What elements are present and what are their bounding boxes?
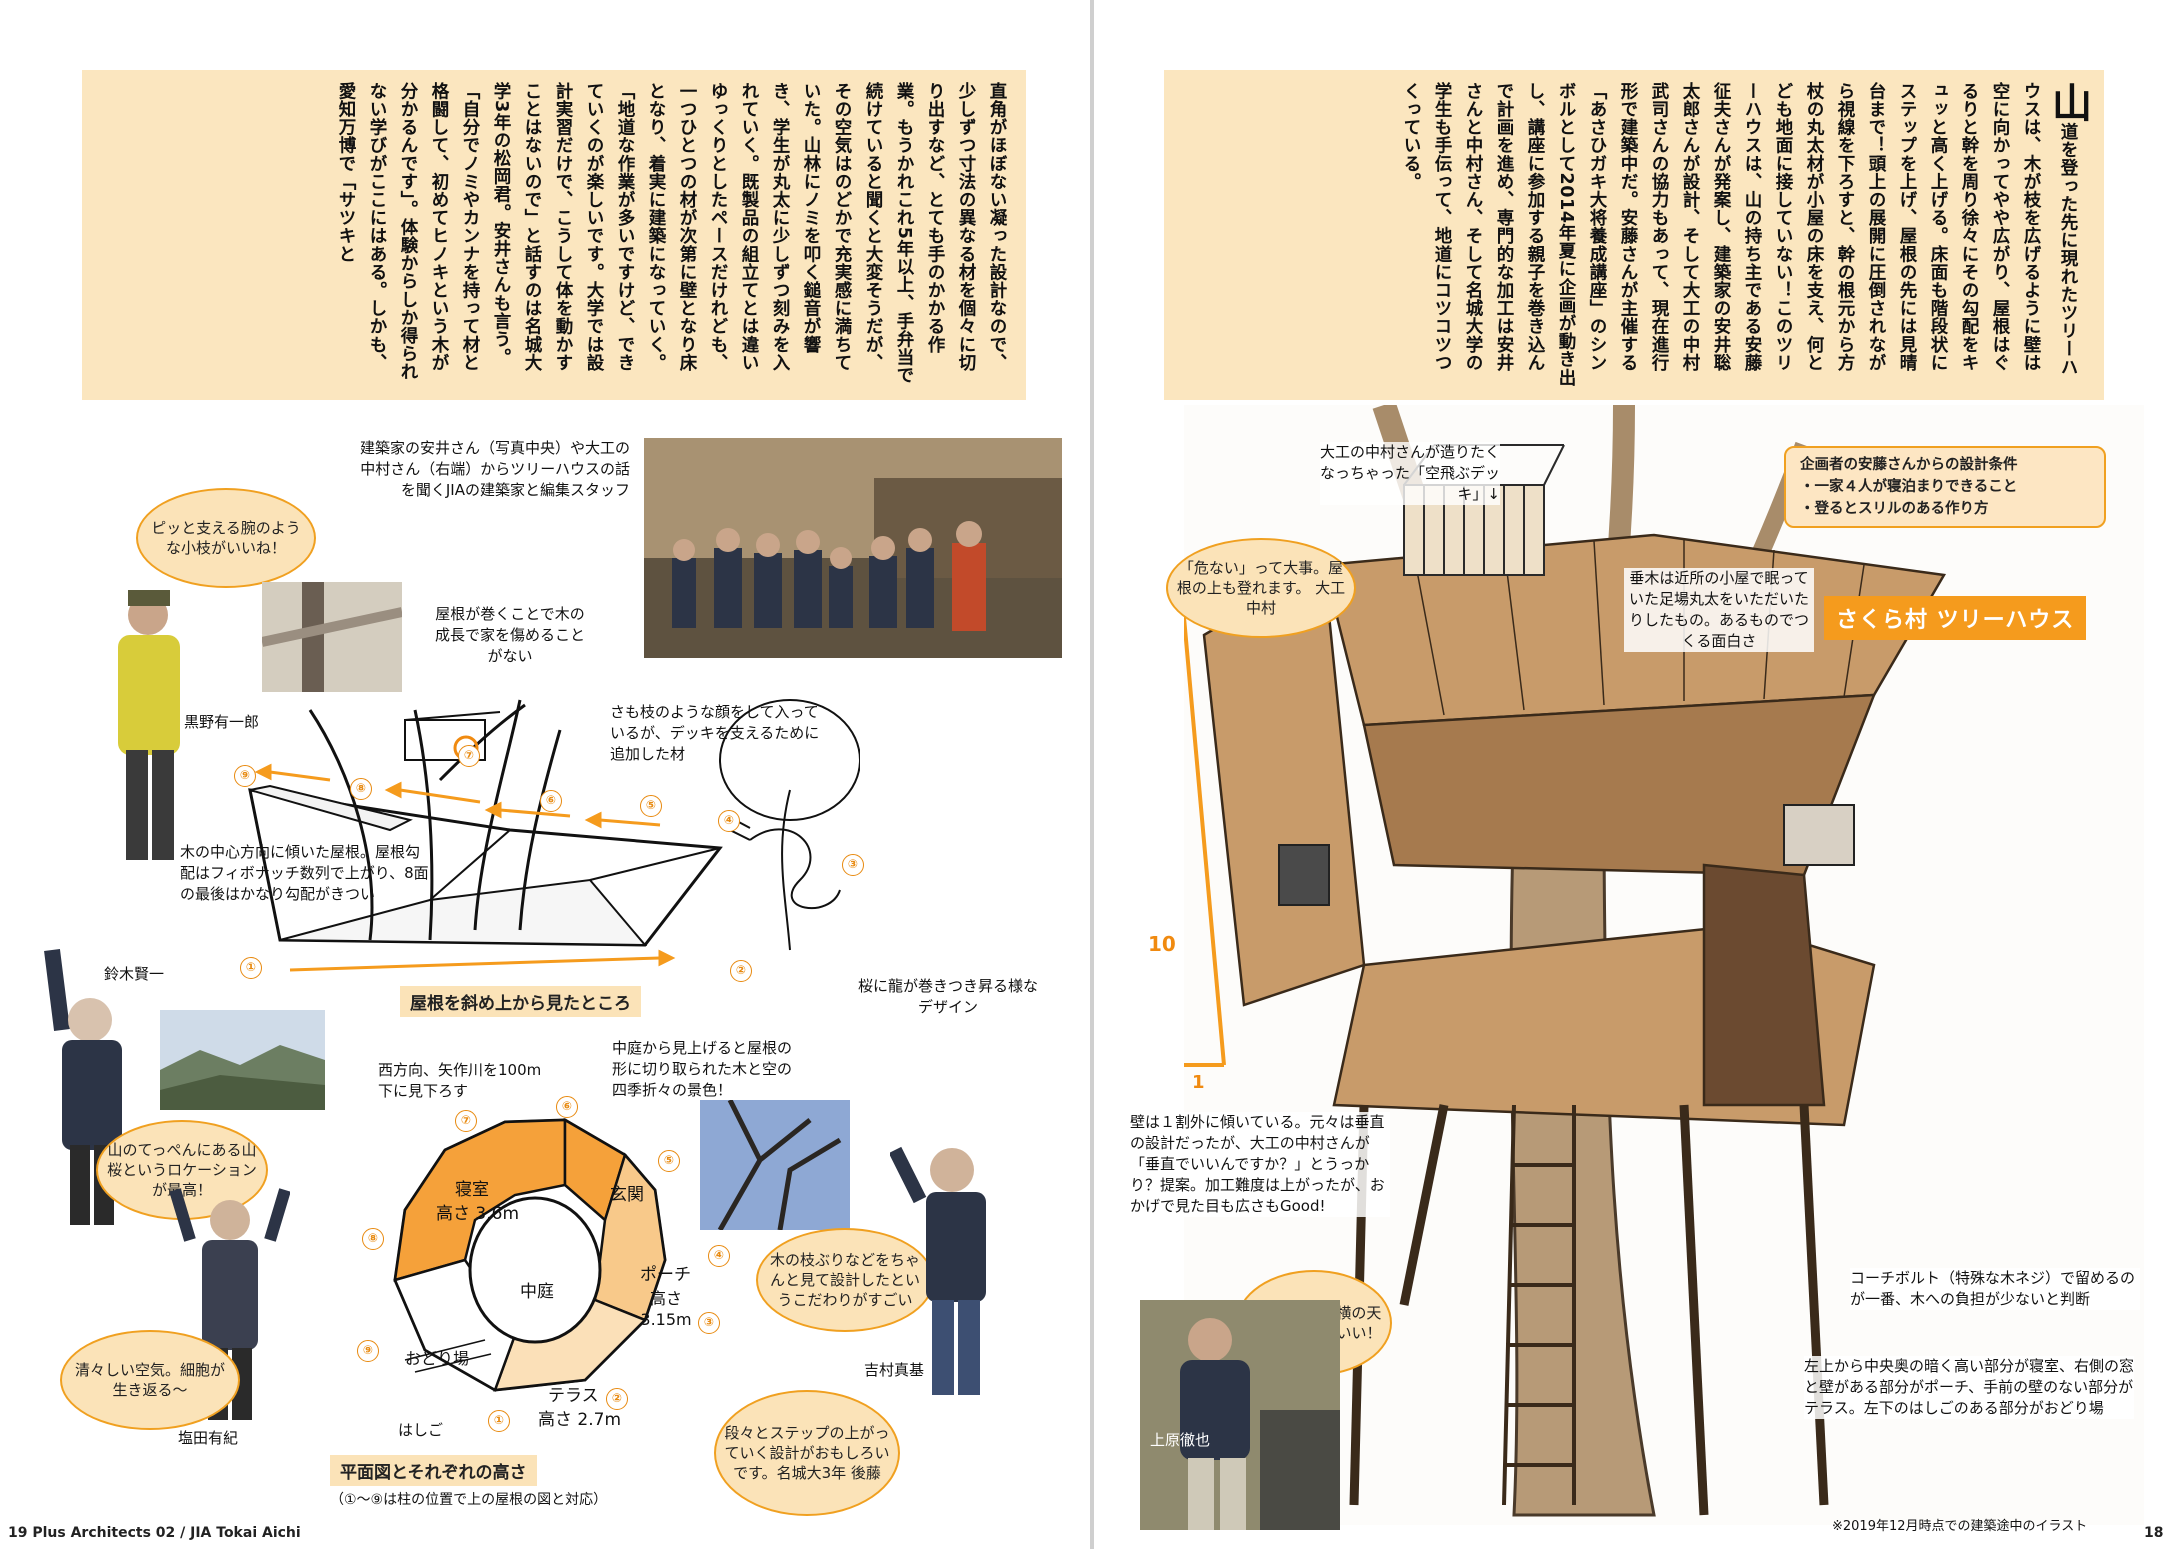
floor-plan — [393, 1117, 667, 1392]
bubble-nakamura: 「危ない」って大事。屋根の上も登れます。 大工 中村 — [1166, 538, 1360, 638]
plan-num-9: ⑨ — [357, 1340, 379, 1362]
group-photo — [644, 438, 1062, 658]
roof-num-8: ⑧ — [350, 778, 372, 800]
group-photo-image — [644, 438, 1062, 658]
plan-room-ladder: はしご — [398, 1421, 444, 1439]
branch-closeup-photo — [262, 582, 402, 692]
plan-num-6: ⑥ — [556, 1096, 578, 1118]
note-roof-slope: 木の中心方向に傾いた屋根。屋根勾配はフィボナッチ数列で上がり、8面の最後はかなり… — [180, 843, 429, 903]
left-body-text: 直角がほぼない凝った設計なので、少しずつ寸法の異なる材を個々に切り出すなど、とて… — [82, 70, 1026, 400]
right-page: 山道を登った先に現れたツリーハウスは、木が枝を広げるように壁は空に向かってやや広… — [1094, 0, 2184, 1549]
design-condition-2: ・登るとスリルのある作り方 — [1800, 501, 1989, 517]
date-note: ※2019年12月時点での建築途中のイラスト — [1832, 1519, 2088, 1534]
sky-through-trees-photo — [700, 1100, 850, 1230]
note-wall-tilt: 壁は１割外に傾いている。元々は垂直の設計だったが、大工の中村さんが「垂直でいいん… — [1130, 1112, 1390, 1217]
roof-num-1: ① — [240, 957, 262, 979]
person-yoshimura-photo — [888, 1120, 1010, 1410]
right-body-text: 山道を登った先に現れたツリーハウスは、木が枝を広げるように壁は空に向かってやや広… — [1164, 70, 2104, 400]
plan-room-bedroom-height: 高さ 3.6m — [436, 1204, 519, 1224]
plan-num-3: ③ — [698, 1312, 720, 1334]
roof-diagram — [248, 699, 860, 972]
note-roof-wrap: 屋根が巻くことで木の成長で家を傷めることがない — [434, 605, 585, 665]
plan-num-8: ⑧ — [362, 1228, 384, 1250]
name-kurono: 黒野有一郎 — [184, 713, 260, 731]
treehouse-heading: さくら村 ツリーハウス — [1824, 596, 2087, 640]
plan-room-terrace-height: 高さ 2.7m — [538, 1410, 621, 1430]
plan-room-terrace: テラス — [548, 1386, 599, 1406]
plan-title: 平面図とそれぞれの高さ — [330, 1455, 537, 1486]
note-branch-member: さも枝のような顔をして入っているが、デッキを支えるために追加した材 — [610, 703, 820, 763]
plan-room-courtyard: 中庭 — [520, 1282, 554, 1302]
slope-10: 10 — [1148, 932, 1176, 956]
roof-num-5: ⑤ — [640, 795, 662, 817]
name-suzuki: 鈴木賢一 — [104, 965, 165, 983]
design-conditions-title: 企画者の安藤さんからの設計条件 — [1800, 457, 2018, 473]
roof-diagram-title: 屋根を斜め上から見たところ — [400, 986, 641, 1017]
name-uehara: 上原徹也 — [1150, 1431, 1211, 1449]
name-yoshimura: 吉村真基 — [864, 1361, 925, 1379]
left-footer: 19 Plus Architects 02 / JIA Tokai Aichi — [8, 1525, 301, 1541]
bubble-goto: 段々とステップの上がっていく設計がおもしろいです。名城大3年 後藤 — [714, 1390, 900, 1516]
note-coach-bolt: コーチボルト（特殊な木ネジ）で留めるのが一番、木への負担が少ないと判断 — [1850, 1268, 2140, 1310]
page-gutter — [1090, 0, 1094, 1549]
roof-num-4: ④ — [718, 810, 740, 832]
roof-num-3: ③ — [842, 854, 864, 876]
note-room-layout: 左上から中央奥の暗く高い部分が寝室、右側の窓と壁がある部分がポーチ、手前の壁のな… — [1804, 1356, 2135, 1419]
bubble-shioda: 清々しい空気。細胞が生き返る〜 — [60, 1330, 240, 1430]
left-page: 直角がほぼない凝った設計なので、少しずつ寸法の異なる材を個々に切り出すなど、とて… — [0, 0, 1090, 1549]
plan-room-porch-height: 高さ 3.15m — [640, 1289, 692, 1329]
drop-cap: 山 — [2045, 82, 2091, 123]
name-shioda: 塩田有紀 — [178, 1429, 239, 1447]
person-kurono-photo — [96, 580, 206, 880]
right-body-paragraph: 山道を登った先に現れたツリーハウスは、木が枝を広げるように壁は空に向かってやや広… — [1395, 82, 2091, 388]
left-body-paragraph: 直角がほぼない凝った設計なので、少しずつ寸法の異なる材を個々に切り出すなど、とて… — [336, 82, 1007, 385]
right-page-number: 18 — [2144, 1525, 2164, 1541]
bubble-yoshimura: 木の枝ぶりなどをちゃんと見て設計したというこだわりがすごい — [756, 1228, 934, 1332]
design-condition-1: ・一家４人が寝泊まりできること — [1800, 479, 2018, 495]
mountain-view-photo — [160, 1010, 325, 1110]
note-timber-reuse: 垂木は近所の小屋で眠っていた足場丸太をいただいたりしたもの。あるものでつくる面白… — [1624, 568, 1814, 652]
plan-num-1: ① — [488, 1410, 510, 1432]
plan-note: （①〜⑨は柱の位置で上の屋根の図と対応） — [330, 1492, 608, 1508]
person-uehara-photo — [1140, 1300, 1340, 1530]
design-conditions: 企画者の安藤さんからの設計条件 ・一家４人が寝泊まりできること ・登るとスリルの… — [1784, 446, 2106, 528]
plan-num-2: ② — [606, 1388, 628, 1410]
plan-room-dance: おどり場 — [405, 1349, 470, 1368]
note-flying-deck: 大工の中村さんが造りたくなっちゃった「空飛ぶデッキ」↓ — [1320, 442, 1501, 505]
slope-1: 1 — [1192, 1072, 1205, 1093]
plan-room-entrance: 玄関 — [610, 1185, 644, 1205]
note-courtyard-view: 中庭から見上げると屋根の形に切り取られた木と空の四季折々の景色！ — [612, 1039, 793, 1099]
right-body-main: 道を登った先に現れたツリーハウスは、木が枝を広げるように壁は空に向かってやや広が… — [1401, 82, 2078, 387]
bubble-kurono: ピッと支える腕のような小枝がいいね！ — [136, 488, 316, 588]
plan-room-porch: ポーチ — [640, 1265, 691, 1285]
plan-num-7: ⑦ — [455, 1110, 477, 1132]
roof-num-2: ② — [730, 960, 752, 982]
roof-num-9: ⑨ — [234, 765, 256, 787]
roof-num-7: ⑦ — [458, 745, 480, 767]
roof-num-6: ⑥ — [540, 790, 562, 812]
plan-num-4: ④ — [708, 1245, 730, 1267]
dragon-caption: 桜に龍が巻きつき昇る様なデザイン — [858, 977, 1039, 1016]
group-photo-caption: 建築家の安井さん（写真中央）や大工の中村さん（右端）からツリーハウスの話を聞くJ… — [360, 439, 631, 499]
plan-room-bedroom: 寝室 — [455, 1180, 489, 1200]
plan-num-5: ⑤ — [658, 1150, 680, 1172]
note-west-view: 西方向、矢作川を100m 下に見下ろす — [378, 1061, 542, 1100]
